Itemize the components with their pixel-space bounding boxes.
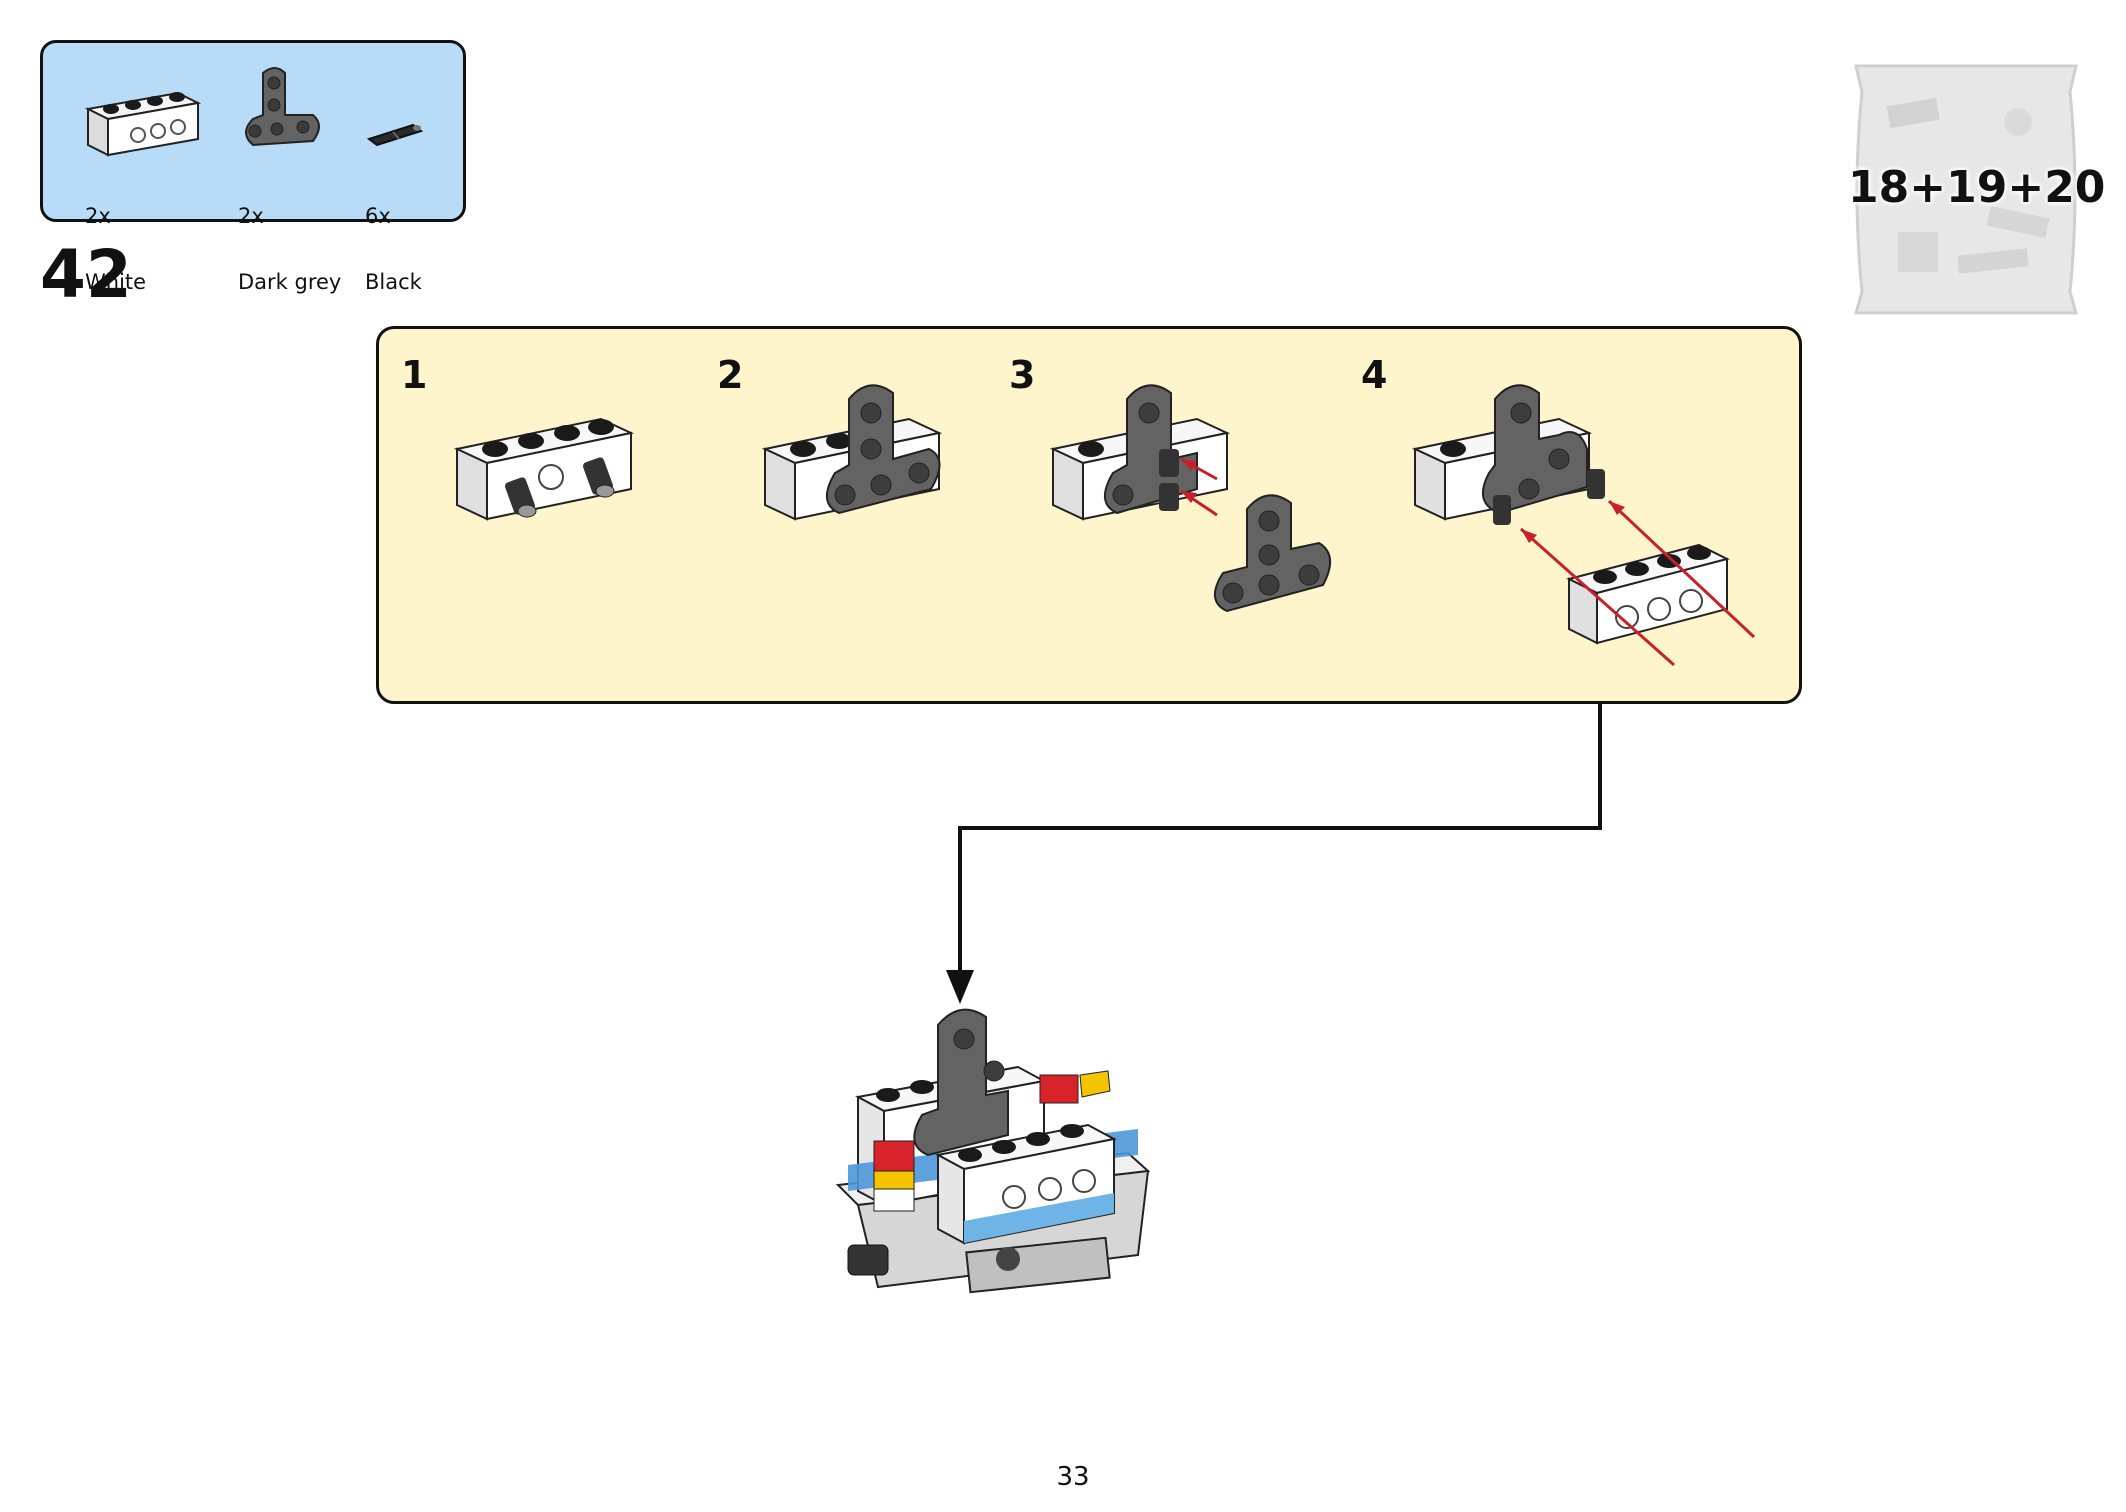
technic-pin-icon xyxy=(366,123,424,147)
substep-1-illustration xyxy=(453,417,635,521)
technic-brick-1x4-icon xyxy=(84,91,202,157)
substep-panel: 1 2 3 4 xyxy=(376,326,1802,704)
part-qty: 2x xyxy=(238,204,264,228)
assembled-model-illustration xyxy=(835,1008,1151,1294)
bag-label: 18+19+20 xyxy=(1848,162,2106,213)
part-color: White xyxy=(85,270,147,294)
technic-t-beam-icon xyxy=(245,67,320,147)
parts-list: 2x White 2x Dark grey 6x Black xyxy=(40,40,466,293)
substep-3-illustration xyxy=(1049,384,1331,613)
substep-2-illustration xyxy=(761,384,943,521)
page-number: 33 xyxy=(1056,1462,1090,1492)
step-number: 42 xyxy=(40,236,132,313)
part-qty: 2x xyxy=(85,204,111,228)
part-qty: 6x xyxy=(365,204,391,228)
parts-bag: 18+19+20 xyxy=(1848,62,2106,317)
substep-number: 4 xyxy=(1361,353,1388,397)
substep-number: 1 xyxy=(401,353,428,397)
substep-number: 2 xyxy=(717,353,744,397)
substep-4-illustration xyxy=(1411,384,1756,667)
parts-bag-icon xyxy=(1854,64,2078,315)
part-color: Dark grey xyxy=(238,270,342,294)
part-color: Black xyxy=(365,270,422,294)
substep-number: 3 xyxy=(1009,353,1036,397)
